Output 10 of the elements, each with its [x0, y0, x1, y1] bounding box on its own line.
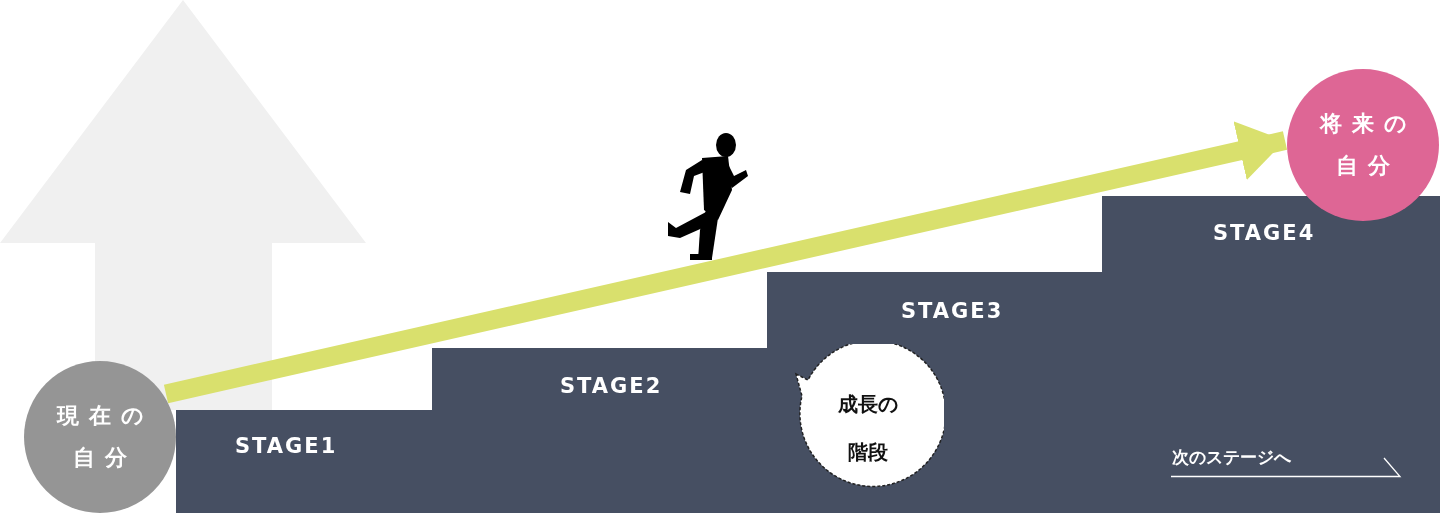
circle-badge: 将来の自分	[1287, 69, 1439, 221]
stair-step	[176, 410, 432, 513]
stage-label: STAGE2	[560, 374, 663, 398]
stage-label: STAGE1	[235, 434, 338, 458]
next-stage-text: 次のステージへ	[1172, 446, 1291, 469]
stage-label: STAGE4	[1213, 221, 1316, 245]
circle-badge: 現在の自分	[24, 361, 176, 513]
stage-label: STAGE3	[901, 299, 1004, 323]
arrow	[163, 121, 1288, 404]
stair-step	[1102, 196, 1440, 513]
